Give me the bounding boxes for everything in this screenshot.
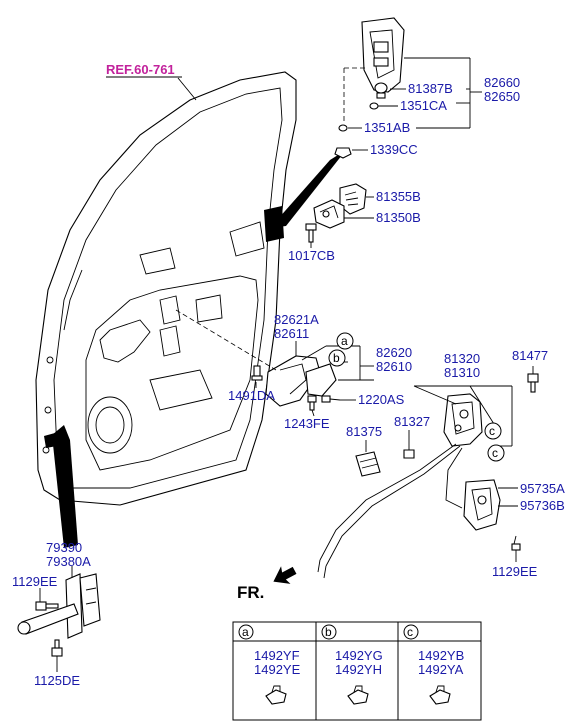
part-1351ca: 1351CA (400, 98, 447, 113)
outside-door-handle (361, 17, 405, 93)
callout-c-latch-upper-label: c (489, 424, 495, 438)
part-1017cb: 1017CB (288, 248, 335, 263)
bolt-81477 (527, 373, 539, 393)
part-1129ee-latch: 1129EE (492, 564, 538, 579)
part-82610: 82610 (376, 359, 412, 374)
clip-reference-table: a b c 1492YF 1492YE 1492YG 1492YH 1492YB… (232, 621, 482, 721)
door-panel (35, 71, 297, 506)
door-latch-slot (264, 206, 284, 242)
part-81387b: 81387B (408, 81, 453, 96)
part-82650: 82650 (484, 89, 520, 104)
part-79390: 79390 (46, 540, 82, 555)
leader-sweep-lower (52, 425, 78, 548)
callout-c-latch-upper (484, 422, 502, 440)
part-81327: 81327 (394, 414, 430, 429)
screw-1243fe (307, 395, 317, 411)
hinge-mount (44, 430, 68, 448)
door-hinge (17, 573, 101, 639)
bolt-1129ee-hinge (35, 601, 59, 611)
table-cell-b1: 1492YG (335, 648, 383, 663)
part-1220as: 1220AS (358, 392, 405, 407)
screw-1220as (321, 395, 341, 403)
striker-plate-81355b (339, 183, 367, 215)
part-1129ee-hinge: 1129EE (12, 574, 58, 589)
part-1125de: 1125DE (34, 673, 80, 688)
table-header-b-circle (321, 624, 337, 640)
part-81310: 81310 (444, 365, 480, 380)
callout-c-latch-lower-label: c (492, 446, 498, 460)
washer-1351ca (369, 102, 379, 110)
striker-81350b (313, 199, 345, 229)
bracket-81375 (355, 451, 381, 477)
table-cell-b2: 1492YH (335, 662, 382, 677)
table-header-a: a (242, 625, 249, 639)
part-81320: 81320 (444, 351, 480, 366)
actuator-95735a (463, 479, 501, 531)
part-82620: 82620 (376, 345, 412, 360)
screw-1491da (251, 365, 263, 381)
ref-label: REF.60-761 (106, 62, 175, 77)
part-95736b: 95736B (520, 498, 565, 513)
clip-icon-c (429, 685, 451, 705)
part-81350b: 81350B (376, 210, 421, 225)
callout-a-handle (336, 332, 354, 350)
table-cell-a2: 1492YE (254, 662, 301, 677)
callout-a-handle-label: a (341, 334, 348, 348)
table-header-c-circle (403, 624, 419, 640)
clip-81387b (374, 82, 388, 99)
part-1351ab: 1351AB (364, 120, 410, 135)
callout-b-handle (328, 349, 346, 367)
part-82660: 82660 (484, 75, 520, 90)
table-cell-a1: 1492YF (254, 648, 300, 663)
screw-1017cb (305, 223, 317, 243)
front-direction-arrow-icon (273, 566, 297, 584)
callout-b-handle-label: b (333, 351, 340, 365)
part-1339cc: 1339CC (370, 142, 418, 157)
front-direction-label: FR. (237, 583, 264, 602)
part-82621a: 82621A (274, 312, 319, 327)
part-81355b: 81355B (376, 189, 421, 204)
part-1243fe: 1243FE (284, 416, 330, 431)
bolt-1125de (51, 639, 63, 657)
part-81477: 81477 (512, 348, 548, 363)
door-latch-assembly (443, 393, 483, 447)
part-79380a: 79380A (46, 554, 91, 569)
bolt-1129ee-latch (511, 535, 521, 551)
leader-sweep-upper (270, 150, 346, 228)
table-header-b: b (325, 625, 332, 639)
table-cell-c1: 1492YB (418, 648, 464, 663)
part-81375: 81375 (346, 424, 382, 439)
part-1491da: 1491DA (228, 388, 275, 403)
callout-c-latch-lower (487, 444, 505, 462)
table-header-c: c (407, 625, 413, 639)
washer-1351ab (338, 124, 348, 132)
inside-door-handle (265, 355, 337, 407)
clip-icon-b (347, 685, 369, 705)
part-95735a: 95735A (520, 481, 565, 496)
part-82611: 82611 (274, 326, 309, 341)
nut-1339cc (334, 147, 352, 159)
clip-icon-a (265, 685, 287, 705)
table-header-a-circle (238, 624, 254, 640)
table-cell-c2: 1492YA (418, 662, 464, 677)
clip-81327 (403, 449, 415, 459)
